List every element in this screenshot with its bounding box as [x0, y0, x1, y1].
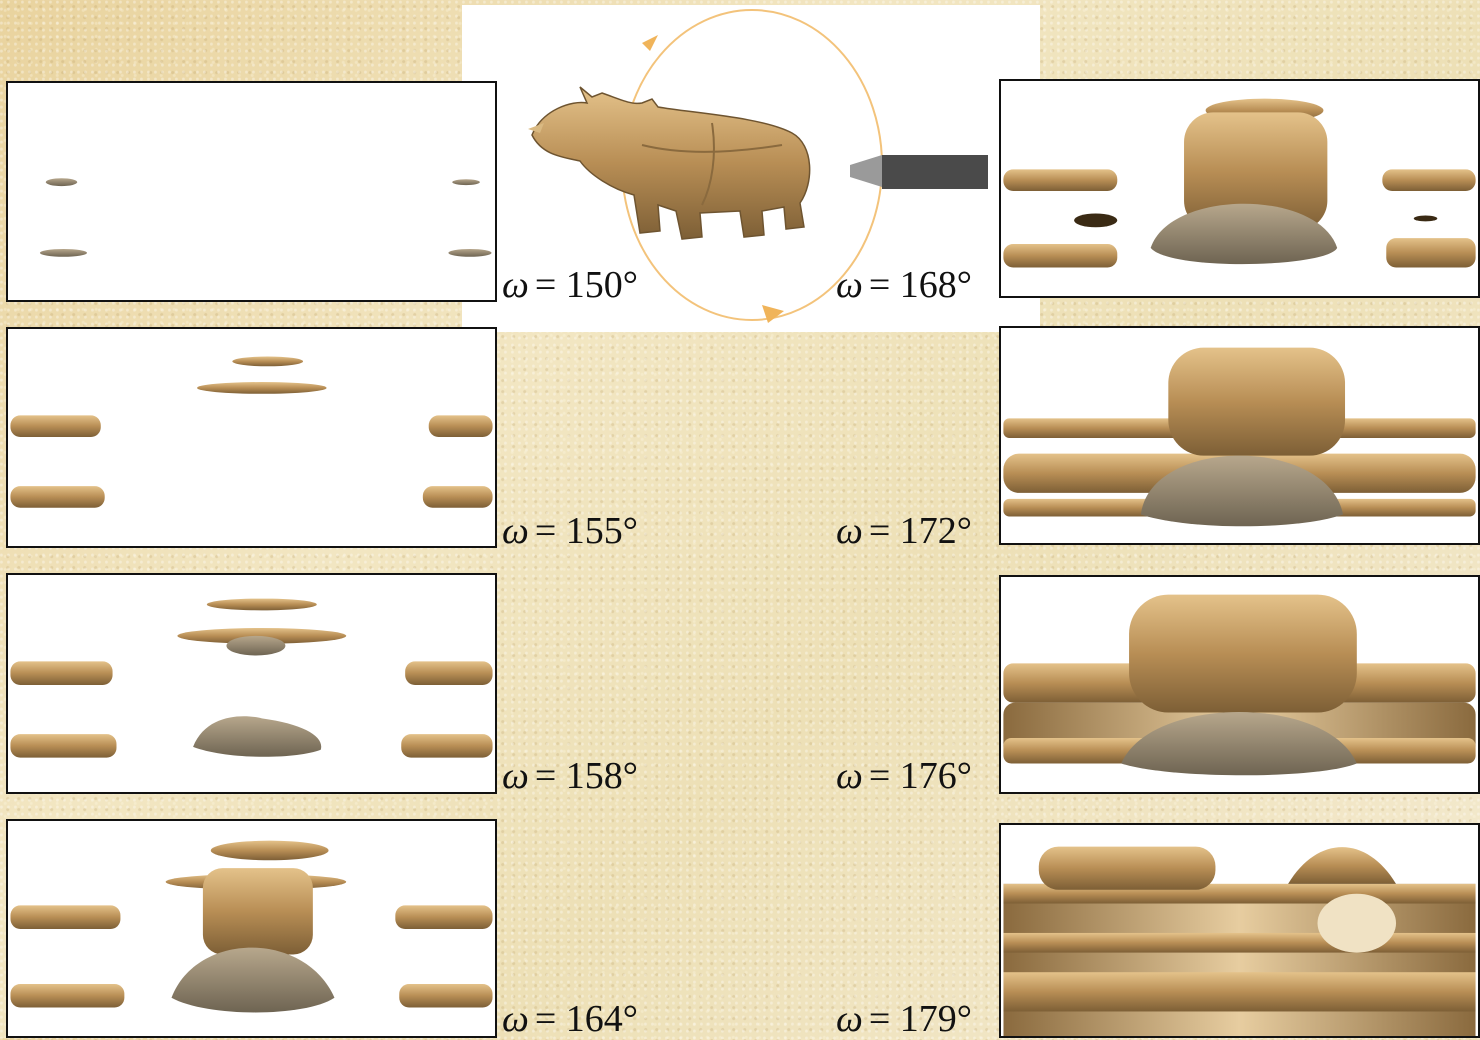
- angle-value: = 176°: [869, 755, 972, 797]
- view-panel-179: [999, 823, 1480, 1038]
- view-panel-150: [6, 81, 497, 302]
- angle-label-176: ω= 176°: [836, 757, 972, 795]
- angle-label-150: ω= 150°: [502, 266, 638, 304]
- omega-symbol: ω: [502, 755, 529, 797]
- angle-value: = 179°: [869, 998, 972, 1040]
- omega-symbol: ω: [836, 755, 863, 797]
- angle-label-158: ω= 158°: [502, 757, 638, 795]
- omega-symbol: ω: [836, 998, 863, 1040]
- camera-icon: [850, 155, 988, 189]
- view-panel-172: [999, 326, 1480, 545]
- view-panel-164: [6, 819, 497, 1038]
- angle-label-164: ω= 164°: [502, 1000, 638, 1038]
- omega-symbol: ω: [836, 264, 863, 306]
- angle-label-172: ω= 172°: [836, 512, 972, 550]
- omega-symbol: ω: [836, 510, 863, 552]
- angle-value: = 172°: [869, 510, 972, 552]
- view-panel-155: [6, 327, 497, 548]
- view-panel-168: [999, 79, 1480, 298]
- omega-symbol: ω: [502, 510, 529, 552]
- omega-symbol: ω: [502, 264, 529, 306]
- angle-label-168: ω= 168°: [836, 266, 972, 304]
- angle-label-155: ω= 155°: [502, 512, 638, 550]
- view-panel-158: [6, 573, 497, 794]
- angle-value: = 168°: [869, 264, 972, 306]
- angle-value: = 150°: [535, 264, 638, 306]
- rhino-figure: [528, 87, 810, 239]
- angle-value: = 158°: [535, 755, 638, 797]
- omega-symbol: ω: [502, 998, 529, 1040]
- view-panel-176: [999, 575, 1480, 794]
- angle-value: = 155°: [535, 510, 638, 552]
- angle-value: = 164°: [535, 998, 638, 1040]
- angle-label-179: ω= 179°: [836, 1000, 972, 1038]
